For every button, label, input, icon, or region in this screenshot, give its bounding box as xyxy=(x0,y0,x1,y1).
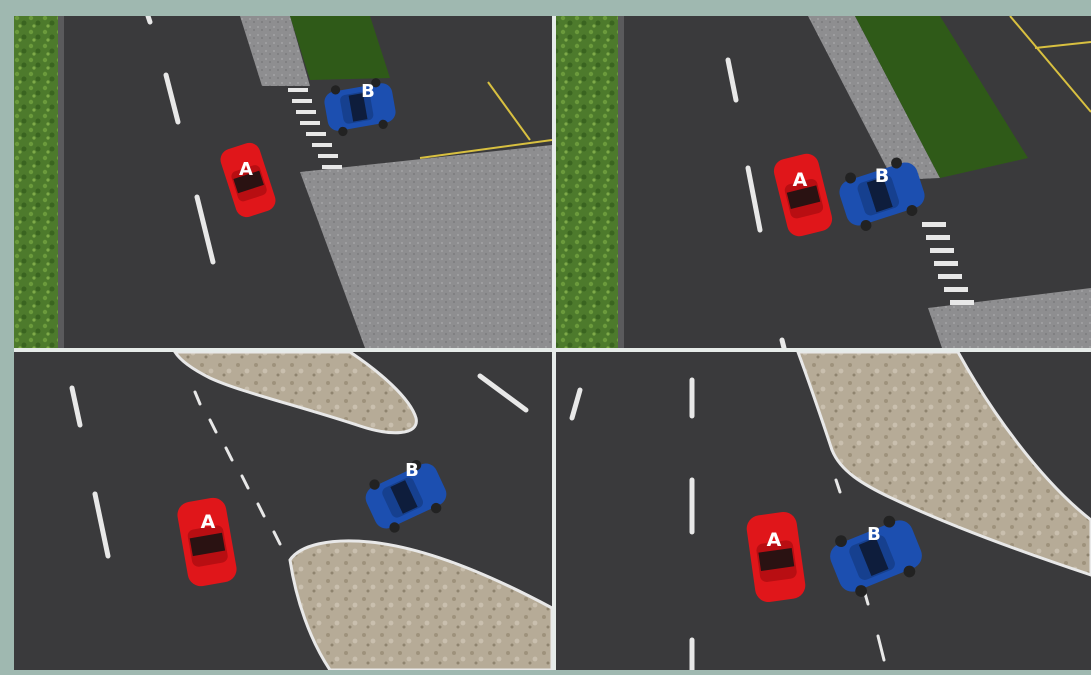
grass-strip xyxy=(14,16,58,348)
panel-top-right: A B xyxy=(556,16,1091,348)
car-b-label: B xyxy=(361,81,375,102)
panel-top-left: A B xyxy=(14,16,552,348)
car-a-label: A xyxy=(239,159,253,180)
grass-strip xyxy=(556,16,618,348)
car-b-label: B xyxy=(875,165,889,187)
car-a-label: A xyxy=(767,529,782,551)
panel-bottom-left: A B xyxy=(14,352,552,670)
car-b-label: B xyxy=(405,460,419,481)
car-a-label: A xyxy=(793,169,808,191)
car-a-label: A xyxy=(201,511,216,533)
panel-bottom-right: A B xyxy=(556,352,1091,670)
car-b-label: B xyxy=(867,524,881,545)
